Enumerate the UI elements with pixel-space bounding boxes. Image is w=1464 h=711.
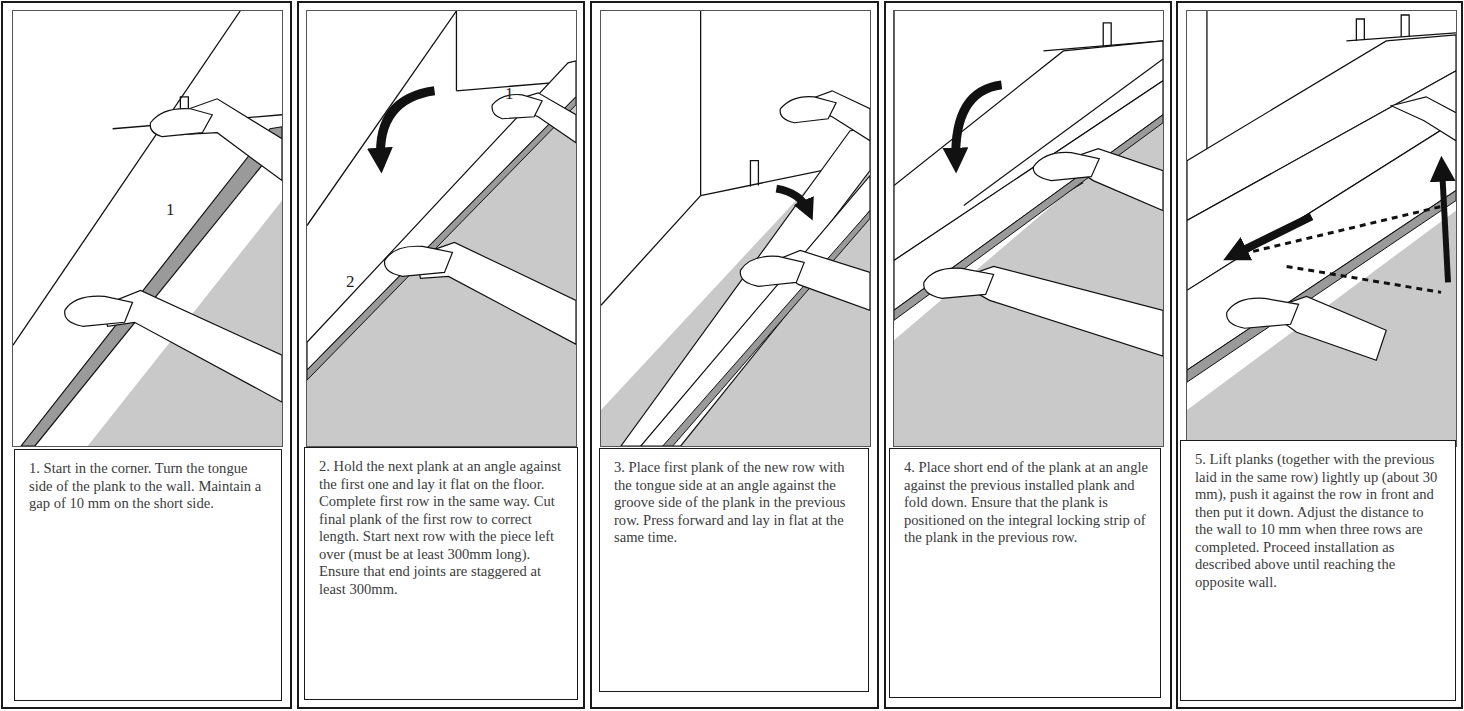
lifted-plank (1187, 121, 1456, 370)
plank-edge (663, 211, 870, 446)
hand (1391, 97, 1456, 141)
floor-area (307, 96, 576, 446)
hands (924, 149, 1163, 357)
floor-illustration (894, 11, 1163, 446)
callout-number: 1 (166, 200, 175, 220)
instruction-box: 1. Start in the corner. Turn the tongue … (14, 449, 282, 701)
wall-corner (700, 11, 701, 196)
new-plank (641, 176, 870, 446)
callout-number: 1 (505, 84, 514, 104)
callout-number: 2 (346, 272, 355, 292)
hand (385, 246, 453, 276)
fold-arrow (956, 85, 1002, 161)
plank (307, 61, 576, 370)
hands (65, 99, 282, 402)
step-text: 4. Place short end of the plank at an an… (904, 459, 1148, 547)
hands (740, 91, 870, 310)
floor-area (601, 121, 870, 446)
floor-illustration (601, 11, 870, 446)
step-text: 3. Place first plank of the new row with… (614, 459, 856, 547)
illustration-frame (12, 10, 283, 447)
hand (924, 268, 994, 298)
hand (150, 109, 212, 137)
instruction-box: 3. Place first plank of the new row with… (599, 448, 869, 692)
step-text: 2. Hold the next plank at an angle again… (319, 458, 565, 598)
fold-arrow (380, 91, 434, 161)
hand (740, 256, 804, 286)
push-arrow (1235, 217, 1312, 255)
wall-edge (601, 196, 701, 306)
plank-edge (1187, 191, 1456, 383)
hands (1227, 97, 1456, 360)
illustration-frame (1186, 10, 1457, 447)
hand (1033, 152, 1099, 180)
illustration-frame (893, 10, 1164, 447)
wall-corner (456, 11, 457, 91)
instruction-box: 4. Place short end of the plank at an an… (889, 448, 1161, 698)
press-arrow (776, 189, 808, 211)
hand (1227, 298, 1299, 328)
floor-illustration (13, 11, 282, 446)
wall-edge (307, 11, 456, 226)
hand (65, 296, 133, 326)
instruction-box: 5. Lift planks (together with the previo… (1180, 440, 1456, 701)
guide-lines (1232, 207, 1441, 293)
plank-edge (307, 97, 576, 380)
floor-illustration (1187, 11, 1456, 446)
step-text: 5. Lift planks (together with the previo… (1195, 451, 1443, 591)
step-text: 1. Start in the corner. Turn the tongue … (29, 460, 269, 513)
wall-post (1356, 19, 1364, 41)
hand (492, 95, 542, 119)
wall-post (750, 161, 758, 187)
hands (385, 93, 576, 344)
floor-illustration (307, 11, 576, 446)
dotted-line (1287, 266, 1441, 292)
laid-plank (621, 129, 870, 446)
illustration-frame (306, 10, 577, 447)
wall-post (1401, 15, 1409, 37)
hand (780, 97, 836, 123)
lift-arrow (1442, 169, 1448, 283)
illustration-frame (600, 10, 871, 447)
plank-edge (21, 127, 282, 446)
dotted-line (1232, 207, 1441, 257)
wall-post (1103, 23, 1111, 47)
instruction-box: 2. Hold the next plank at an angle again… (304, 447, 578, 700)
wall-edge (13, 11, 240, 345)
